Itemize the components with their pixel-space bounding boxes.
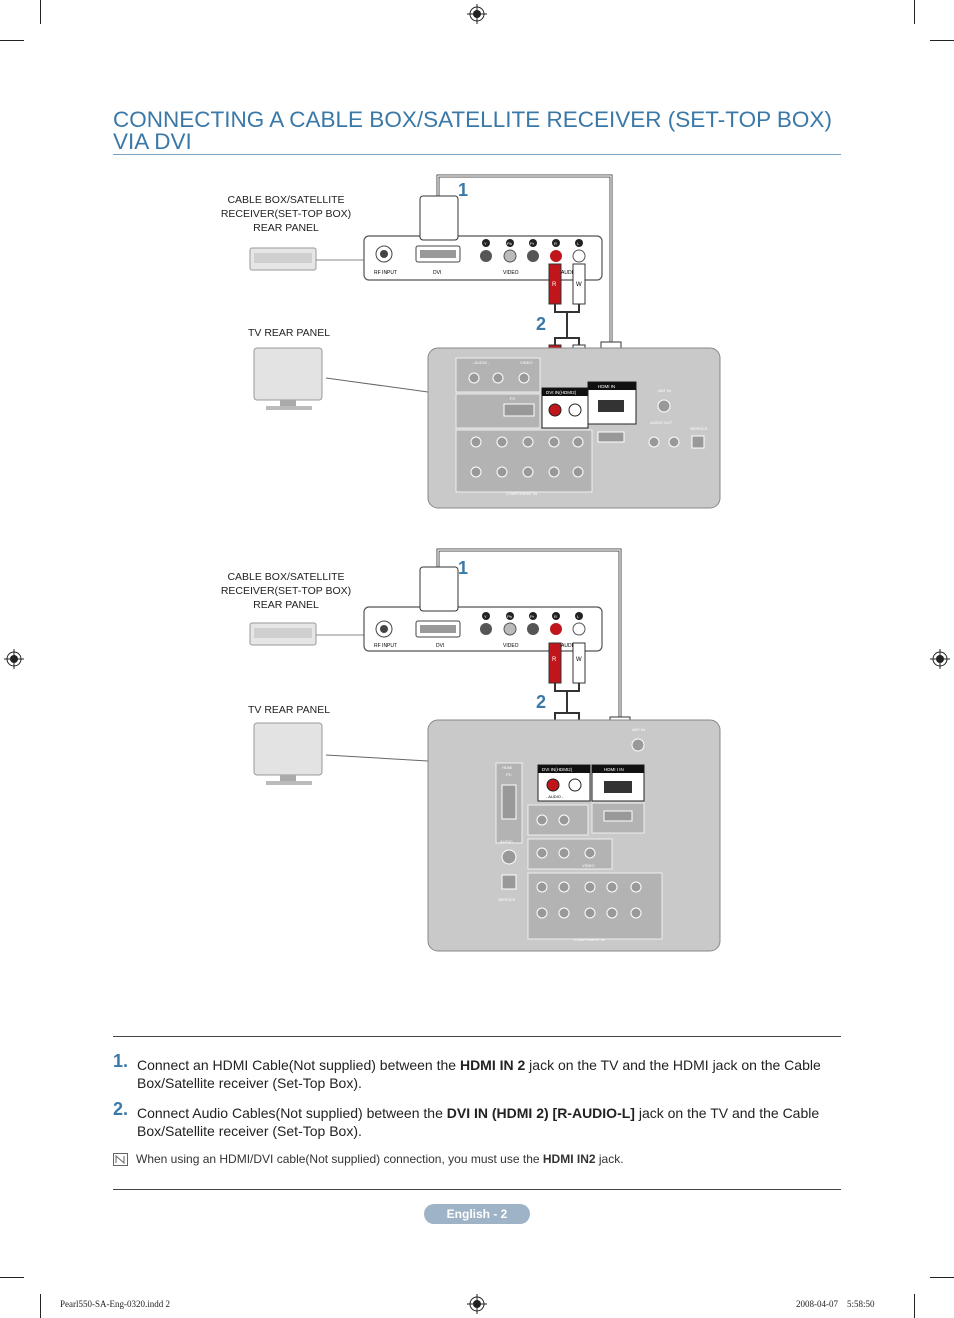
svg-text:R: R [554, 614, 557, 619]
footer-date: 2008-04-07 5:58:50 [796, 1299, 875, 1309]
stb-r-label: R [554, 241, 557, 246]
svg-text:L: L [577, 614, 580, 619]
page-number-badge: English - 2 [424, 1204, 530, 1224]
registration-mark-icon [930, 649, 950, 669]
stb-panel: RF INPUT DVI VIDEO AUDIO Y Pb Pr R L [363, 606, 603, 652]
callout-1: 1 [458, 180, 468, 200]
svg-text:Pr: Pr [530, 614, 535, 619]
stb-l-label: L [577, 241, 580, 246]
stb-video-label: VIDEO [503, 270, 519, 276]
section-divider [113, 1189, 841, 1190]
crop-mark [930, 40, 954, 41]
stb-dvi-label: DVI [433, 270, 441, 276]
note: When using an HDMI/DVI cable(Not supplie… [113, 1152, 841, 1167]
svg-text:R: R [552, 657, 557, 663]
connection-diagram-1: RF INPUT DVI VIDEO AUDIO Y Pb Pr R L 1 R… [249, 174, 721, 509]
svg-text:HDMI I IN: HDMI I IN [604, 767, 624, 772]
stb-panel: RF INPUT DVI VIDEO AUDIO Y Pb Pr R L [363, 235, 603, 281]
svg-text:AUDIO: AUDIO [500, 839, 513, 844]
tv-hdmi-label: HDMI IN [598, 384, 615, 389]
stb-label: CABLE BOX/SATELLITE RECEIVER(SET-TOP BOX… [220, 571, 352, 611]
tv-audio-out-label: AUDIO OUT [650, 420, 673, 425]
stb-thumbnail [249, 247, 317, 271]
crop-mark [930, 1277, 954, 1278]
tv-component-label: COMPONENT IN [506, 491, 537, 496]
svg-text:Pb: Pb [507, 614, 513, 619]
crop-mark [914, 0, 915, 24]
crop-mark [0, 40, 24, 41]
svg-text:1: 1 [458, 558, 468, 578]
stb-rf-label: RF INPUT [374, 270, 397, 276]
svg-text:DVI IN(HDMI2): DVI IN(HDMI2) [542, 767, 573, 772]
registration-mark-icon [467, 4, 487, 24]
leader-line [325, 377, 429, 393]
crop-mark [914, 1294, 915, 1318]
svg-text:PC: PC [506, 772, 512, 777]
svg-text:SERVICE: SERVICE [498, 897, 516, 902]
svg-text:COMPONENT IN: COMPONENT IN [574, 937, 605, 942]
stb-audio-label: AUDIO [561, 270, 577, 276]
registration-mark-icon [467, 1294, 487, 1314]
title-divider [113, 154, 841, 155]
tv-panel: HDMI PC AUDIO SERVICE DVI IN(HDMI2) - AU… [427, 719, 721, 952]
svg-text:ANT IN: ANT IN [632, 727, 645, 732]
note-icon [113, 1153, 128, 1167]
tv-pc-label: PC [510, 396, 516, 401]
tv-panel: - AUDIO - VIDEO PC COMPONENT IN DVI IN(H… [427, 347, 721, 509]
plug-r-label: R [552, 282, 557, 288]
step-2: 2. Connect Audio Cables(Not supplied) be… [113, 1099, 820, 1139]
svg-text:VIDEO: VIDEO [582, 863, 594, 868]
callout-2: 2 [536, 314, 546, 334]
tv-ant-label: ANT IN [658, 388, 671, 393]
stb-label: CABLE BOX/SATELLITE RECEIVER(SET-TOP BOX… [220, 194, 352, 234]
tv-video-label: VIDEO [520, 360, 532, 365]
tv-dvi-label: DVI IN(HDMI2) [546, 390, 577, 395]
plug-w-label: W [576, 282, 582, 288]
tv-audio-label: - AUDIO - [472, 360, 490, 365]
svg-text:RF INPUT: RF INPUT [374, 643, 397, 649]
stb-y-label: Y [484, 241, 487, 246]
connection-diagram-2: RF INPUT DVI VIDEO AUDIO Y Pb Pr R L 1 R… [249, 548, 721, 952]
svg-text:Y: Y [484, 614, 487, 619]
step-1: 1. Connect an HDMI Cable(Not supplied) b… [113, 1051, 821, 1091]
svg-text:AUDIO: AUDIO [561, 643, 577, 649]
page-title: CONNECTING A CABLE BOX/SATELLITE RECEIVE… [113, 107, 832, 154]
tv-thumbnail [253, 347, 323, 410]
section-divider [113, 1036, 841, 1037]
tv-label: TV REAR PANEL [248, 704, 331, 716]
stb-pb-label: Pb [507, 241, 513, 246]
svg-text:W: W [576, 657, 582, 663]
svg-text:DVI: DVI [436, 643, 444, 649]
registration-mark-icon [4, 649, 24, 669]
tv-label: TV REAR PANEL [248, 327, 331, 339]
step-number: 1. [113, 1051, 129, 1071]
svg-text:- AUDIO -: - AUDIO - [546, 794, 564, 799]
crop-mark [0, 1277, 24, 1278]
tv-service-label: SERVICE [690, 426, 708, 431]
tv-thumbnail [253, 722, 323, 785]
footer-file: Pearl550-SA-Eng-0320.indd 2 [60, 1299, 170, 1309]
step-number: 2. [113, 1099, 129, 1119]
crop-mark [40, 0, 41, 24]
svg-text:VIDEO: VIDEO [503, 643, 519, 649]
svg-text:2: 2 [536, 692, 546, 712]
stb-thumbnail [249, 622, 317, 646]
tv-hdmi-small-label: HDMI [502, 765, 512, 770]
leader-line [325, 754, 429, 762]
crop-mark [40, 1294, 41, 1318]
stb-pr-label: Pr [530, 241, 535, 246]
